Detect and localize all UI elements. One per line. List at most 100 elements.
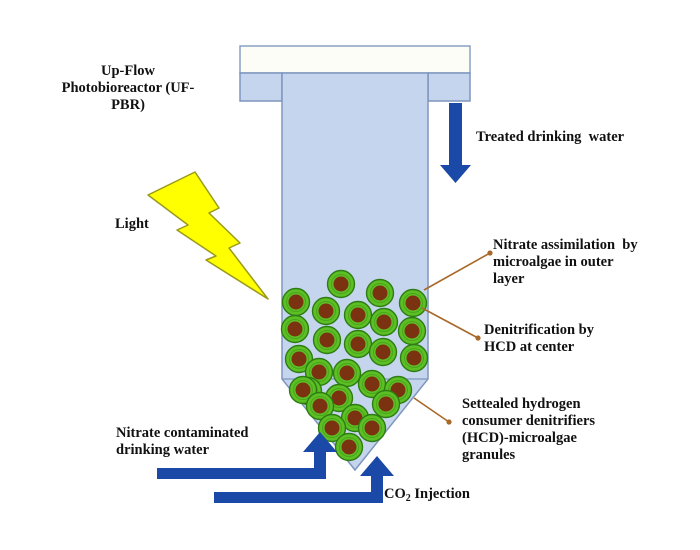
granule-ring	[376, 394, 396, 414]
reactor-flange-right	[427, 72, 471, 102]
granule-ring	[331, 274, 351, 294]
pointer-center-tip	[475, 335, 481, 341]
pointer-lines	[413, 250, 493, 425]
co2-subscript: 2	[405, 493, 411, 504]
granule-ring	[362, 374, 382, 394]
granule-ring	[285, 319, 305, 339]
granule-ring	[402, 321, 422, 341]
granule-core	[364, 420, 380, 436]
granule-ring	[309, 362, 329, 382]
granule-core	[291, 351, 307, 367]
granule-core	[405, 295, 421, 311]
granule-ring	[317, 330, 337, 350]
co2-injection-label: CO2 Injection	[384, 486, 470, 507]
label-line: microalgae in outer	[493, 254, 614, 270]
nitrate-assimilation-label: Nitrate assimilation by microalgae in ou…	[493, 237, 638, 288]
injection-text: Injection	[410, 486, 470, 502]
granule-ring	[293, 380, 313, 400]
co2-text: CO	[384, 486, 406, 502]
label-line: granules	[462, 447, 516, 463]
granule-ring	[322, 418, 342, 438]
granule	[369, 307, 399, 337]
granule	[343, 329, 373, 359]
granule	[398, 288, 428, 318]
granule	[281, 287, 311, 317]
granule-ring	[348, 334, 368, 354]
granule-ring	[286, 292, 306, 312]
granule-core	[350, 336, 366, 352]
label-line: Settealed hydrogen	[462, 396, 581, 412]
granule	[305, 391, 335, 421]
inflow-arrow	[157, 432, 337, 479]
reactor-title-line: Photobioreactor (UF-	[61, 80, 195, 96]
granule-core	[372, 285, 388, 301]
granule	[343, 300, 373, 330]
label-line: drinking water	[116, 442, 210, 458]
granule	[317, 413, 347, 443]
granule-core	[376, 314, 392, 330]
granule	[357, 413, 387, 443]
label-line: Nitrate assimilation by	[493, 237, 638, 253]
label-line: Nitrate contaminated	[116, 425, 249, 441]
inflow-label: Nitrate contaminated drinking water	[116, 425, 248, 459]
granule-ring	[404, 348, 424, 368]
denitrification-label: Denitrification by HCD at center	[484, 322, 594, 356]
label-line: consumer denitrifiers	[462, 413, 596, 429]
pointer-granules-tip	[446, 419, 452, 425]
reactor-title-line: PBR)	[111, 97, 145, 113]
granule-core	[378, 396, 394, 412]
granule-ring	[289, 349, 309, 369]
granule-ring	[374, 312, 394, 332]
granule	[312, 325, 342, 355]
granule-core	[324, 420, 340, 436]
granule-ring	[316, 301, 336, 321]
label-line: HCD at center	[484, 339, 575, 355]
treated-water-arrow	[440, 103, 471, 183]
granule	[365, 278, 395, 308]
granule	[280, 314, 310, 344]
granule-ring	[348, 305, 368, 325]
granule-core	[375, 344, 391, 360]
granule	[397, 316, 427, 346]
granule-core	[339, 365, 355, 381]
treated-water-label: Treated drinking water	[476, 129, 625, 145]
granule-core	[341, 439, 357, 455]
granule-core	[287, 321, 303, 337]
granule-core	[288, 294, 304, 310]
granule	[311, 296, 341, 326]
granule	[332, 358, 362, 388]
granule	[284, 344, 314, 374]
granule-core	[347, 410, 363, 426]
granule-core	[364, 376, 380, 392]
granule-core	[333, 276, 349, 292]
granule-ring	[339, 437, 359, 457]
granule-core	[331, 390, 347, 406]
granule-ring	[362, 418, 382, 438]
label-line: (HCD)-microalgae	[462, 430, 577, 446]
granule-core	[350, 307, 366, 323]
pointer-outer-layer-tip	[487, 250, 493, 256]
granules-label: Settealed hydrogen consumer denitrifiers…	[462, 396, 595, 464]
pointer-center	[421, 307, 479, 339]
granule-core	[404, 323, 420, 339]
granule-core	[319, 332, 335, 348]
granule	[368, 337, 398, 367]
granule-cluster	[280, 269, 429, 462]
reactor-lid	[239, 45, 471, 74]
granule-ring	[337, 363, 357, 383]
label-line: Denitrification by	[484, 322, 594, 338]
lightning-icon	[147, 171, 269, 300]
granule-core	[295, 382, 311, 398]
granule	[334, 432, 364, 462]
granule	[399, 343, 429, 373]
label-line: layer	[493, 271, 525, 287]
granule-core	[318, 303, 334, 319]
reactor-title-line: Up-Flow	[101, 63, 155, 79]
granule-ring	[403, 293, 423, 313]
reactor-flange-left	[239, 72, 283, 102]
co2-injection-arrow	[214, 456, 394, 503]
granule	[326, 269, 356, 299]
granule-ring	[370, 283, 390, 303]
granule-core	[312, 398, 328, 414]
